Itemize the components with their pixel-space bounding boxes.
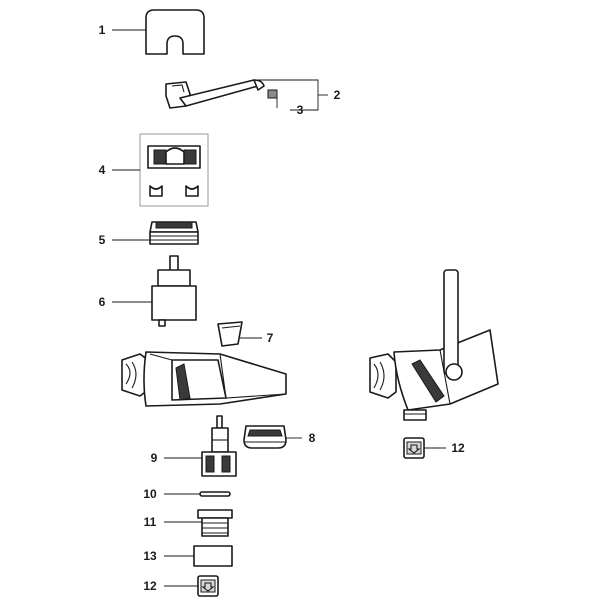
mixer-assembled-side bbox=[369, 269, 499, 421]
part-12-check-insert-upper bbox=[403, 437, 425, 459]
part-12-check-insert-lower bbox=[197, 575, 219, 597]
callout-13: 13 bbox=[143, 549, 157, 563]
mixer-body-front bbox=[121, 351, 287, 407]
callout-10: 10 bbox=[143, 487, 157, 501]
callout-3: 3 bbox=[297, 103, 304, 117]
callout-7: 7 bbox=[267, 331, 274, 345]
part-8-nut bbox=[243, 425, 287, 449]
callout-4: 4 bbox=[99, 163, 106, 177]
part-4-clip-set bbox=[147, 145, 201, 197]
callout-1: 1 bbox=[99, 23, 106, 37]
part-1-cover-cap bbox=[145, 9, 205, 55]
callout-8: 8 bbox=[309, 431, 316, 445]
part-3-insert bbox=[267, 89, 278, 99]
part-13-spacer bbox=[193, 545, 233, 567]
part-9-valve bbox=[201, 415, 237, 477]
part-6-cartridge bbox=[151, 255, 197, 327]
part-11-threaded-adapter bbox=[197, 509, 233, 537]
callout-12-upper: 12 bbox=[451, 441, 465, 455]
callout-2: 2 bbox=[334, 88, 341, 102]
leader-line-2 bbox=[258, 79, 319, 111]
callout-11: 11 bbox=[144, 515, 157, 529]
callout-12-lower: 12 bbox=[143, 579, 157, 593]
callout-9: 9 bbox=[151, 451, 158, 465]
part-2-lever-handle bbox=[165, 79, 265, 109]
callout-5: 5 bbox=[99, 233, 106, 247]
callout-6: 6 bbox=[99, 295, 106, 309]
part-7-sleeve bbox=[217, 321, 243, 347]
part-10-o-ring bbox=[199, 491, 231, 497]
part-5-nut bbox=[149, 221, 199, 245]
